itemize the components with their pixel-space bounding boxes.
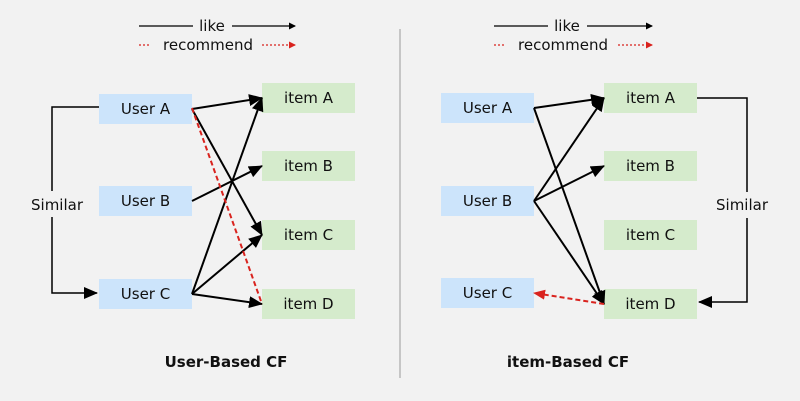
item-box-rect <box>262 220 355 250</box>
user-box-label: User A <box>121 100 171 118</box>
like-arrow-user-c-to-item-a <box>191 97 264 295</box>
item-based-item-box-item-b: item B <box>604 151 697 181</box>
item-box-rect <box>604 83 697 113</box>
item-based-user-box-user-a: User A <box>441 93 534 123</box>
recommend-arrow-item-d-to-user-c <box>533 289 605 305</box>
similar-bracket-left: Similar <box>31 106 99 299</box>
item-based-user-box-user-b: User B <box>441 186 534 216</box>
item-box-label: item C <box>284 226 333 244</box>
user-box-label: User C <box>463 284 512 302</box>
user-box-rect <box>441 93 534 123</box>
user-box-label: User B <box>121 192 170 210</box>
item-box-label: item D <box>283 295 333 313</box>
item-box-label: item C <box>626 226 675 244</box>
like-arrow-user-b-to-item-b <box>533 165 605 202</box>
recommend-legend-label: recommend <box>518 36 608 54</box>
like-arrow-user-b-to-item-d <box>533 200 605 305</box>
item-based-item-box-item-a: item A <box>604 83 697 113</box>
user-box-label: User A <box>463 99 513 117</box>
panel-title-user-based: User-Based CF <box>165 353 288 371</box>
user-based-item-box-item-c: item C <box>262 220 355 250</box>
like-arrow-user-b-to-item-a <box>533 97 605 202</box>
like-arrow-user-c-to-item-d <box>191 293 263 309</box>
user-box-rect <box>441 186 534 216</box>
user-based-item-box-item-a: item A <box>262 83 355 113</box>
recommend-legend-label: recommend <box>163 36 253 54</box>
item-box-rect <box>262 83 355 113</box>
item-box-rect <box>604 151 697 181</box>
user-box-rect <box>99 279 192 309</box>
item-based-item-box-item-c: item C <box>604 220 697 250</box>
user-box-label: User C <box>121 285 170 303</box>
like-arrow-user-c-to-item-c <box>191 234 263 295</box>
like-legend-label: like <box>554 17 580 35</box>
user-box-label: User B <box>463 192 512 210</box>
item-box-label: item B <box>284 157 333 175</box>
user-box-rect <box>99 94 192 124</box>
item-based-item-box-item-d: item D <box>604 289 697 319</box>
user-based-user-box-user-a: User A <box>99 94 192 124</box>
item-box-label: item D <box>625 295 675 313</box>
panel-title-item-based: item-Based CF <box>507 353 629 371</box>
user-based-item-box-item-b: item B <box>262 151 355 181</box>
like-arrow-user-a-to-item-c <box>191 108 263 236</box>
recommend-arrow-user-a-to-item-d <box>191 107 263 305</box>
item-box-rect <box>604 220 697 250</box>
item-box-rect <box>262 289 355 319</box>
item-box-label: item A <box>626 89 676 107</box>
user-box-rect <box>99 186 192 216</box>
item-box-label: item B <box>626 157 675 175</box>
similar-label-right: Similar <box>716 196 769 214</box>
like-arrow-user-b-to-item-b <box>191 165 263 202</box>
like-arrow-user-a-to-item-d <box>533 107 606 305</box>
similar-bracket-right: Similar <box>697 97 769 308</box>
user-based-user-box-user-c: User C <box>99 279 192 309</box>
item-based-user-box-user-c: User C <box>441 278 534 308</box>
user-box-rect <box>441 278 534 308</box>
user-based-item-box-item-d: item D <box>262 289 355 319</box>
item-box-label: item A <box>284 89 334 107</box>
user-based-user-box-user-b: User B <box>99 186 192 216</box>
legend-right: like recommend <box>494 17 653 54</box>
similar-label-left: Similar <box>31 196 84 214</box>
legend-left: like recommend <box>139 17 296 54</box>
item-box-rect <box>604 289 697 319</box>
item-box-rect <box>262 151 355 181</box>
like-legend-label: like <box>199 17 225 35</box>
like-arrow-user-a-to-item-a <box>533 93 605 109</box>
like-arrow-user-a-to-item-a <box>191 94 263 110</box>
